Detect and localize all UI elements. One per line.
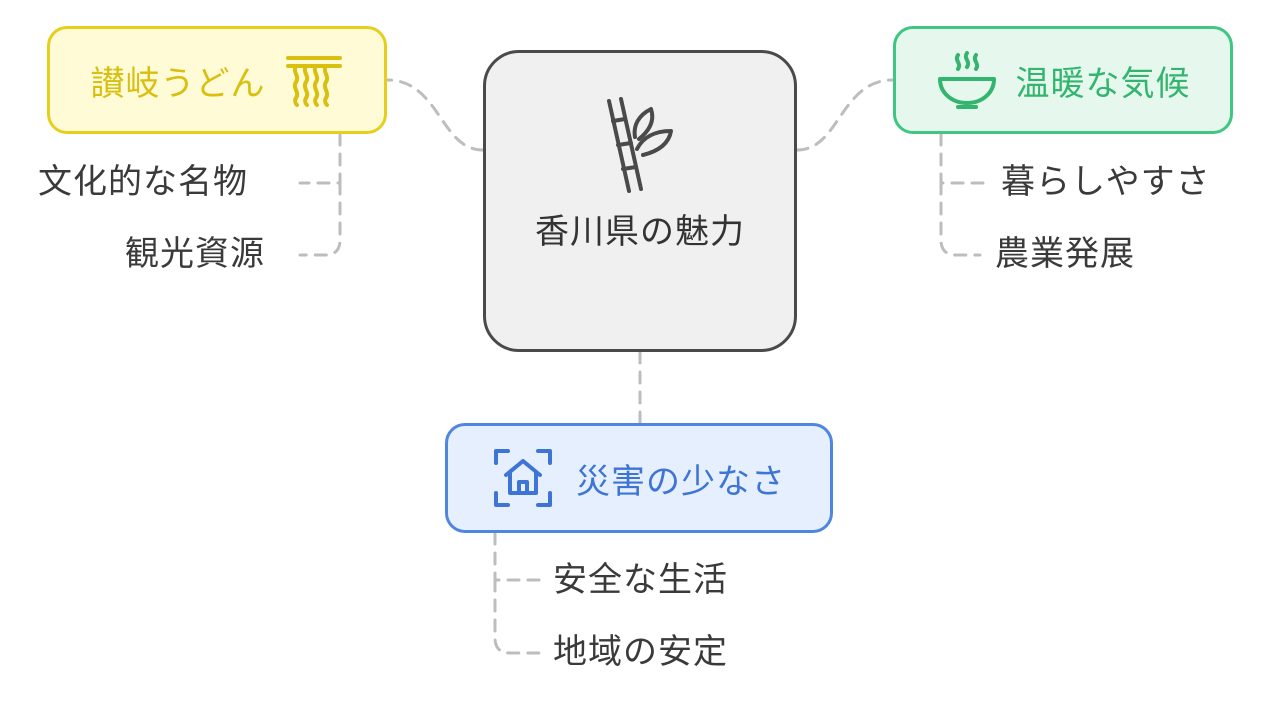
connector-center-udon <box>385 78 485 152</box>
branch-label-disaster: 災害の少なさ <box>576 461 786 502</box>
leaf-climate-livability: 暮らしやすさ <box>1001 162 1211 202</box>
branch-few-disasters[interactable]: 災害の少なさ <box>445 423 833 533</box>
bamboo-icon <box>603 97 677 195</box>
connector-center-climate <box>795 78 895 152</box>
branch-warm-climate[interactable]: 温暖な気候 <box>893 26 1233 134</box>
connector-disaster-leaf-2 <box>493 578 542 655</box>
connector-climate-leaf-1 <box>939 132 990 185</box>
leaf-disaster-stability: 地域の安定 <box>553 632 728 672</box>
steaming-bowl-icon <box>936 51 998 109</box>
branch-label-udon: 讃岐うどん <box>90 63 266 104</box>
branch-sanuki-udon[interactable]: 讃岐うどん <box>47 26 387 134</box>
branch-label-climate: 温暖な気候 <box>1015 63 1191 104</box>
leaf-disaster-safe-life: 安全な生活 <box>553 560 728 600</box>
connector-udon-leaf-2 <box>298 181 342 257</box>
leaf-udon-culture: 文化的な名物 <box>38 162 248 202</box>
center-node[interactable]: 香川県の魅力 <box>483 50 797 352</box>
center-label: 香川県の魅力 <box>535 212 745 252</box>
noodles-icon <box>284 52 344 108</box>
safe-home-icon <box>492 447 554 509</box>
connector-climate-leaf-2 <box>939 181 982 257</box>
leaf-udon-tourism: 観光資源 <box>125 234 265 274</box>
leaf-climate-agriculture: 農業発展 <box>995 234 1135 274</box>
connector-udon-leaf-1 <box>298 132 342 185</box>
connector-disaster-leaf-1 <box>493 531 542 582</box>
